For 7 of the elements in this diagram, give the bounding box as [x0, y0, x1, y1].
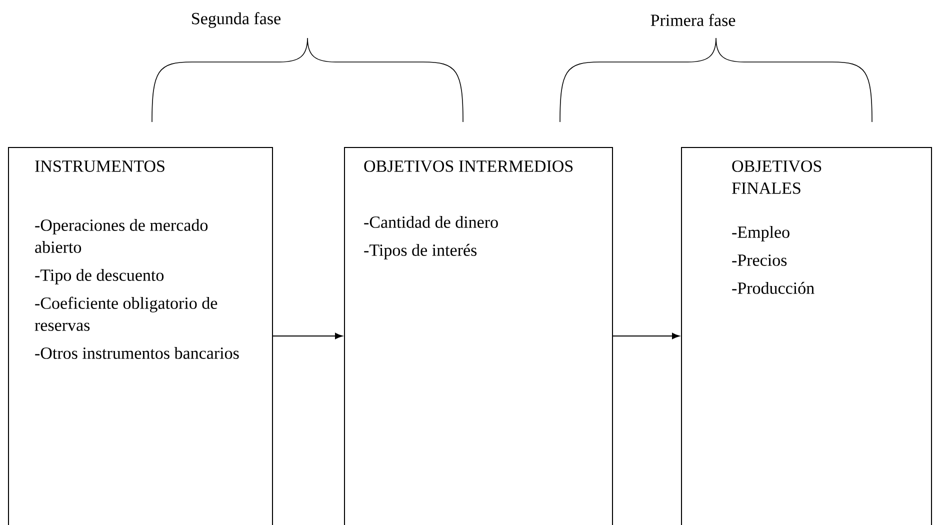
arrow — [612, 332, 680, 340]
text-box: OBJETIVOS INTERMEDIOS -Cantidad de dinero -Tipos de interés — [344, 147, 613, 525]
phase-label: Segunda fase — [192, 12, 280, 28]
phase-label: Primera fase — [650, 14, 736, 26]
text-box: INSTRUMENTOS -Operaciones de mercado abierto -Tipo de descuento -Coeficiente obligatorio de reservas -Otros instrumentos bancarios — [8, 147, 273, 525]
text-box: OBJETIVOS FINALES -Empleo -Precios -Producción — [681, 147, 932, 525]
arrow — [272, 332, 343, 340]
